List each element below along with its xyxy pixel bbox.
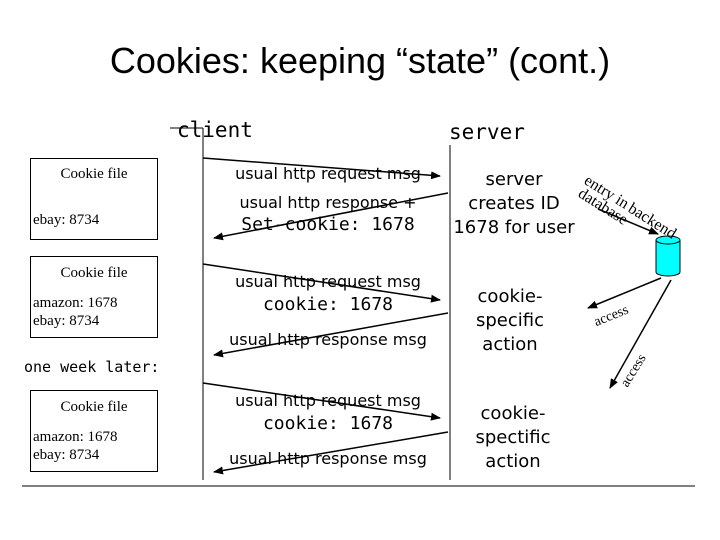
request-arrow-3 <box>202 382 441 421</box>
cookie-file-label: Cookie file <box>60 265 128 281</box>
cookie-entry-ebay: ebay: 8734 <box>33 212 100 228</box>
database-icon <box>655 235 681 277</box>
cookie-file-1: Cookie file ebay: 8734 <box>30 158 158 240</box>
cookie-file-3: Cookie file amazon: 1678 ebay: 8734 <box>30 390 158 472</box>
response-label-1: usual http response + <box>239 193 417 212</box>
client-label: client <box>177 118 253 142</box>
request-label-2: usual http request msg <box>235 272 421 291</box>
cookie-file-label: Cookie file <box>60 166 128 182</box>
cookie-entry-ebay: ebay: 8734 <box>33 447 100 463</box>
slide-title: Cookies: keeping “state” (cont.) <box>109 40 611 81</box>
set-cookie-header: Set-cookie: 1678 <box>241 214 415 235</box>
cookie-header-2: cookie: 1678 <box>262 294 394 315</box>
cookie-entry-amazon: amazon: 1678 <box>33 429 118 445</box>
response-arrow-2 <box>213 312 449 358</box>
request-label-3: usual http request msg <box>235 391 421 410</box>
cookie-file-label: Cookie file <box>60 399 128 415</box>
db-access-arrow-2 <box>609 279 672 389</box>
db-access-arrow-1 <box>587 277 662 309</box>
one-week-later-label: one week later: <box>24 358 160 376</box>
db-entry-arrow <box>597 208 659 235</box>
cookie-file-2: Cookie file amazon: 1678 ebay: 8734 <box>30 256 158 338</box>
request-arrow-1 <box>202 157 441 180</box>
server-label: server <box>449 120 525 144</box>
request-label-1: usual http request msg <box>235 164 421 183</box>
response-arrow-1 <box>213 192 449 241</box>
cookie-header-3: cookie: 1678 <box>262 413 394 434</box>
request-arrow-2 <box>202 263 441 303</box>
response-arrow-3 <box>213 431 449 475</box>
cookie-specific-action-1: cookie- specific action <box>475 286 544 355</box>
response-label-2: usual http response msg <box>229 330 427 349</box>
cookie-specific-action-2: cookie- spectific action <box>475 403 551 472</box>
response-label-3: usual http response msg <box>229 449 427 468</box>
cookie-entry-ebay: ebay: 8734 <box>33 313 100 329</box>
server-creates-id: server creates ID 1678 for user <box>453 169 575 238</box>
cookie-entry-amazon: amazon: 1678 <box>33 295 118 311</box>
